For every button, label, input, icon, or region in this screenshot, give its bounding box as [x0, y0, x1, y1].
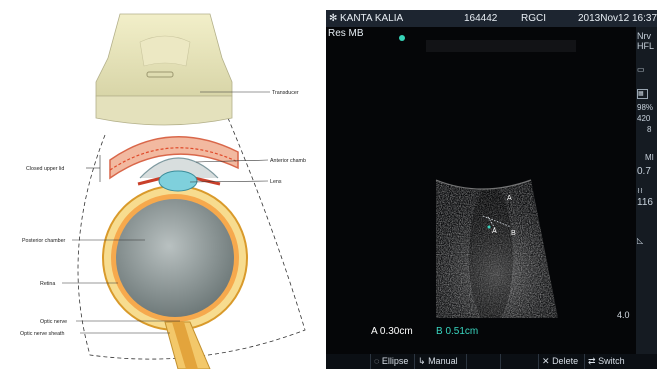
exam-date: 2013Nov12 [578, 10, 629, 27]
sidebar-value-4: 116 [637, 197, 653, 208]
marker-b: B [511, 230, 516, 237]
ellipse-label: Ellipse [382, 356, 409, 366]
patient-id: 164442 [464, 10, 497, 27]
empty-softkey-1[interactable] [466, 354, 500, 369]
ultrasound-screen: A A B ✻ KANTA KALIA 164442 RGCI 2013Nov1… [326, 10, 657, 369]
ultrasound-image: A A B [326, 10, 657, 369]
switch-button[interactable]: ⇄ Switch [584, 354, 636, 369]
imaging-mode: Res MB [328, 28, 364, 39]
softkey-bar: ◌ Ellipse ↳ Manual ✕ Delete ⇄ Switch [326, 354, 657, 369]
transducer-probe [96, 14, 232, 125]
angle-icon: ◺ [637, 236, 643, 245]
label-transducer: Transducer [272, 90, 299, 96]
mi-value: 0.7 [637, 166, 651, 177]
preset-label-2: HFL [637, 41, 654, 51]
empty-softkey-2[interactable] [500, 354, 538, 369]
exam-time: 16:37 [632, 10, 657, 27]
label-optic-nerve: Optic nerve [40, 319, 67, 325]
patient-name: KANTA KALIA [340, 10, 403, 27]
preset-label-1: Nrv [637, 31, 651, 41]
manual-label: Manual [428, 356, 458, 366]
measurement-a-label: A [371, 326, 377, 337]
label-anterior-chamber: Anterior chamb [270, 158, 306, 164]
depth-scale: 4.0 [617, 310, 630, 320]
orientation-marker [399, 35, 405, 41]
measurement-a-value: 0.30cm [380, 326, 413, 337]
ellipse-button[interactable]: ◌ Ellipse [370, 354, 414, 369]
eye-anatomy-diagram: Transducer Closed upper lid Anterior cha… [0, 0, 326, 369]
label-closed-upper-lid: Closed upper lid [26, 166, 64, 172]
sidebar-value-1: 98% [637, 103, 653, 112]
measurement-b: B 0.51cm [436, 326, 478, 337]
marker-a-prime: A [492, 228, 497, 235]
battery-icon: ▭ [637, 65, 645, 74]
label-posterior-chamber: Posterior chamber [22, 238, 66, 244]
posterior-chamber-fill [116, 199, 234, 317]
sidebar-value-3: 8 [647, 125, 651, 134]
snowflake-icon: ✻ [329, 10, 337, 27]
label-retina: Retina [40, 281, 55, 287]
ultrasound-header: ✻ KANTA KALIA 164442 RGCI 2013Nov12 16:3… [326, 10, 657, 27]
switch-icon: ⇄ [588, 356, 596, 366]
measurement-a: A 0.30cm [371, 326, 413, 337]
settings-sidebar: Nrv HFL ▭ ▦ 98% 420 8 MI 0.7 ≀≀ 116 ◺ [636, 27, 657, 354]
facility-name: RGCI [521, 10, 546, 27]
delete-icon: ✕ [542, 356, 550, 366]
switch-label: Switch [598, 356, 625, 366]
frame-rate-icon: ≀≀ [637, 186, 643, 195]
manual-icon: ↳ [418, 356, 426, 366]
mi-label: MI [645, 153, 654, 162]
marker-a: A [507, 195, 512, 202]
measurement-b-label: B [436, 326, 443, 337]
image-icon: ▦ [637, 89, 648, 99]
delete-button[interactable]: ✕ Delete [538, 354, 586, 369]
ellipse-icon: ◌ [374, 356, 379, 366]
label-optic-nerve-sheath: Optic nerve sheath [20, 331, 65, 337]
manual-button[interactable]: ↳ Manual [414, 354, 466, 369]
eye-diagram-drawing: Transducer Closed upper lid Anterior cha… [0, 0, 326, 369]
label-lens: Lens [270, 179, 282, 185]
sidebar-value-2: 420 [637, 114, 650, 123]
lens-shape [159, 171, 197, 191]
delete-label: Delete [552, 356, 578, 366]
measurement-b-value: 0.51cm [445, 326, 478, 337]
